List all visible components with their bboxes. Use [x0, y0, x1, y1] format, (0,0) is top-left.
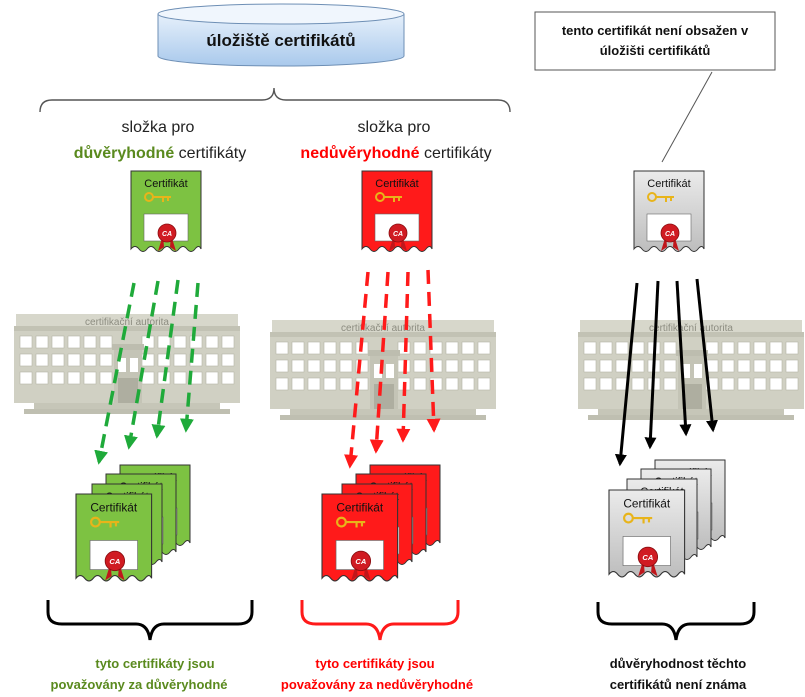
certificate-label: Certifikát — [375, 178, 418, 190]
authority-label: certifikační autorita — [85, 317, 169, 328]
ca-seal-text: CA — [393, 231, 403, 238]
ca-seal-text: CA — [109, 557, 120, 566]
trusted-root-certificate: Certifikát CA — [130, 170, 202, 253]
storage-title: úložiště certifikátů — [206, 31, 355, 50]
note-box: tento certifikát není obsažen v úložišti… — [534, 11, 776, 163]
certificate-label: Certifikát — [144, 178, 187, 190]
folder-trusted-line2: důvěryhodné certifikáty — [74, 145, 246, 162]
ca-seal-text: CA — [642, 553, 653, 562]
unknown-root-certificate: Certifikát CA — [633, 170, 705, 253]
unknown-result-brace — [596, 602, 756, 641]
note-line1: tento certifikát není obsažen v — [562, 23, 749, 38]
arrow — [644, 280, 660, 450]
note-pointer — [661, 71, 713, 163]
trusted-certificate-stack: Certifikát Certifikát Certifikát Certifi… — [74, 464, 191, 583]
authority-label: certifikační autorita — [649, 323, 733, 334]
trusted-result-line1: tyto certifikáty jsou — [95, 656, 214, 671]
arrow — [94, 282, 136, 465]
untrusted-result-line2: považovány za nedůvěryhodné — [281, 677, 473, 692]
certificate-storage: úložiště certifikátů — [157, 3, 405, 67]
trusted-result-brace — [46, 600, 254, 641]
folder-untrusted-line1: složka pro — [358, 119, 431, 136]
untrusted-root-certificate: Certifikát CA — [361, 170, 433, 253]
folder-brace — [39, 87, 511, 113]
arrow — [675, 280, 692, 437]
trusted-result: tyto certifikáty jsou považovány za důvě… — [51, 656, 228, 692]
certificate-authority-building: certifikační autorita — [13, 313, 241, 415]
certificate-label: Certifikát — [623, 496, 671, 510]
note-line2: úložišti certifikátů — [600, 43, 711, 58]
untrusted-result-brace — [300, 600, 460, 641]
certificate-label: Certifikát — [336, 500, 384, 514]
ca-seal-text: CA — [162, 231, 172, 238]
certificate-label: Certifikát — [90, 500, 138, 514]
folder-trusted-highlight: důvěryhodné — [74, 145, 175, 162]
arrow — [695, 278, 718, 433]
unknown-result-line1: důvěryhodnost těchto — [610, 656, 747, 671]
unknown-certificate-stack: Certifikát Certifikát Certifikát Certifi… — [607, 459, 726, 579]
ca-seal-text: CA — [355, 557, 366, 566]
trusted-result-line2: považovány za důvěryhodné — [51, 677, 228, 692]
unknown-result-line2: certifikátů není známa — [610, 677, 747, 692]
trusted-arrows — [94, 279, 200, 465]
ca-seal-text: CA — [665, 231, 675, 238]
arrow — [426, 269, 441, 433]
folder-trusted-line1: složka pro — [122, 119, 195, 136]
arrow — [124, 280, 160, 450]
unknown-arrows — [614, 278, 718, 467]
folder-untrusted-rest: certifikáty — [420, 145, 492, 162]
certificate-authority-building: certifikační autorita — [577, 319, 805, 421]
unknown-result: důvěryhodnost těchto certifikátů není zn… — [610, 656, 747, 692]
arrow — [614, 282, 639, 467]
untrusted-result: tyto certifikáty jsou považovány za nedů… — [281, 656, 473, 692]
untrusted-certificate-stack: Certifikát Certifikát Certifikát Certifi… — [320, 464, 441, 583]
arrow — [179, 282, 200, 433]
arrow — [344, 271, 370, 469]
untrusted-result-line1: tyto certifikáty jsou — [315, 656, 434, 671]
folder-untrusted-line2: nedůvěryhodné certifikáty — [300, 145, 491, 162]
arrow — [396, 271, 411, 443]
folder-untrusted-label: složka pro nedůvěryhodné certifikáty — [300, 119, 491, 162]
folder-trusted-rest: certifikáty — [174, 145, 246, 162]
certificate-label: Certifikát — [647, 178, 690, 190]
arrow — [369, 271, 390, 454]
arrow — [151, 279, 180, 439]
folder-trusted-label: složka pro důvěryhodné certifikáty — [74, 119, 246, 162]
folder-untrusted-highlight: nedůvěryhodné — [300, 145, 419, 162]
untrusted-arrows — [344, 269, 441, 469]
